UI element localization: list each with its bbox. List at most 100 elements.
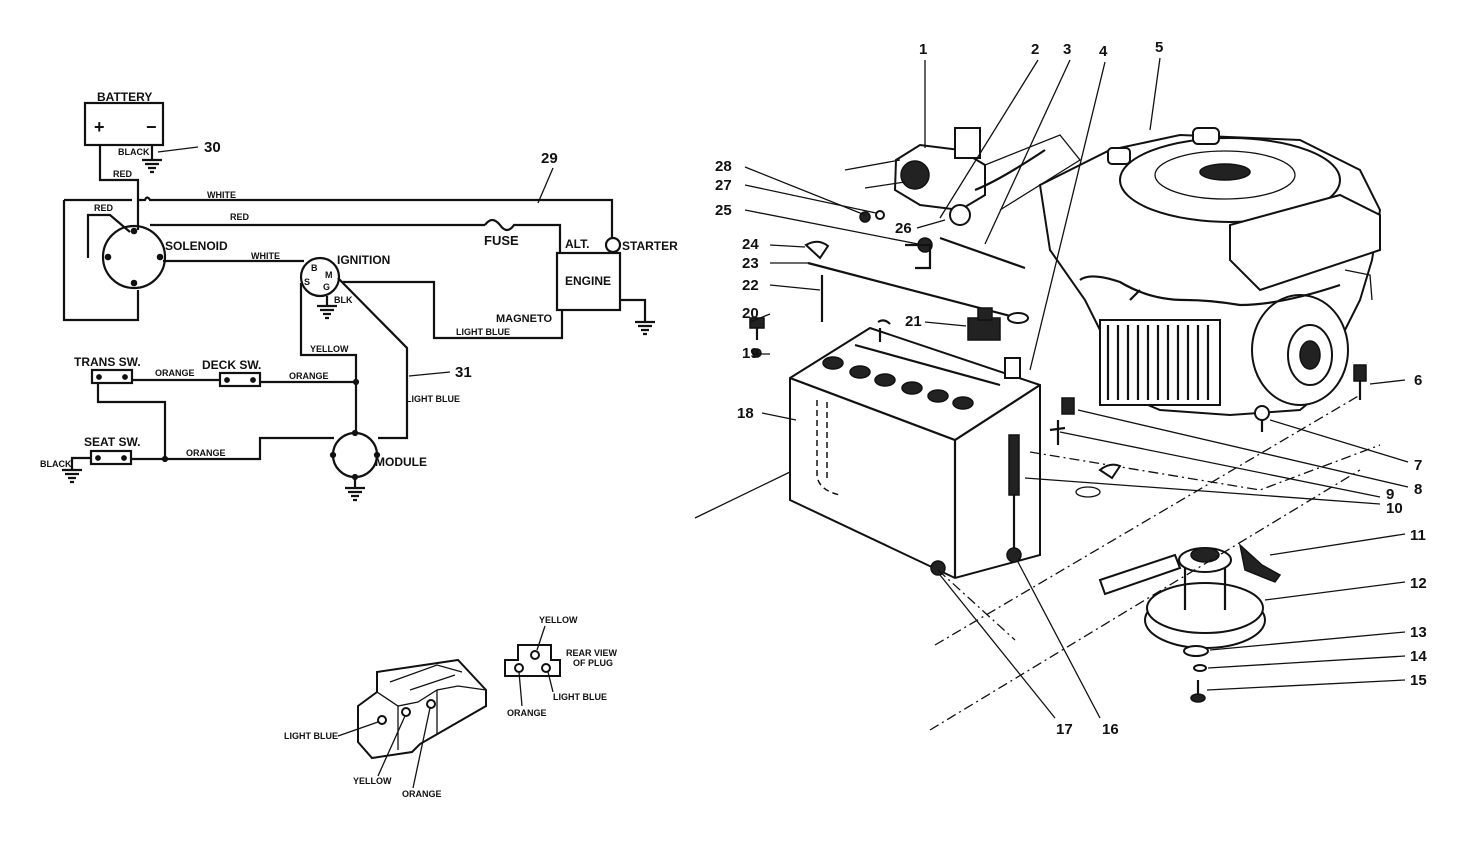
wire-label-orange-1: ORANGE [155,368,195,378]
battery-label: BATTERY [97,90,152,104]
battery-18 [789,319,1041,580]
callout-18: 18 [737,405,754,422]
wire-label-red-2: RED [94,203,114,213]
engine-symbol [555,251,622,312]
wiring-schematic: BATTERY + − BLACK 30 RED WHITE 29 RED RE… [40,90,678,502]
ignition-ground-icon [317,304,337,320]
washer-19 [752,348,762,358]
engine-label: ENGINE [565,274,611,288]
battery-minus-terminal: − [146,117,157,137]
rod-3 [939,236,1026,270]
ignition-terminal-b: B [311,263,318,273]
fuse-label: FUSE [484,233,519,248]
callout-2: 2 [1031,41,1039,58]
callout-30: 30 [204,139,221,156]
plug-front-light-blue: LIGHT BLUE [284,731,338,741]
callout-3: 3 [1063,41,1071,58]
callout-10: 10 [1386,500,1403,517]
callout-11: 11 [1410,527,1426,544]
wire-label-orange-3: ORANGE [186,448,226,458]
callout-9: 9 [1386,486,1394,503]
wire-label-red-1: RED [113,169,133,179]
seat-switch-label: SEAT SW. [84,435,140,449]
engine-cooling-fins [1099,319,1221,406]
callout-12: 12 [1410,575,1427,592]
callout-25: 25 [715,202,732,219]
callout-1: 1 [919,41,927,58]
starter-symbol [604,236,622,254]
callout-13: 13 [1410,624,1427,641]
ignition-label: IGNITION [337,253,390,267]
plug-rear-orange: ORANGE [507,708,547,718]
wire-label-orange-2: ORANGE [289,371,329,381]
callout-7: 7 [1414,457,1422,474]
wire-label-white-2: WHITE [251,251,280,261]
deck-switch-symbol [218,371,262,388]
callout-29: 29 [541,150,558,167]
bolt-16 [1006,434,1022,563]
callout-31: 31 [455,364,472,381]
callout-4: 4 [1099,43,1108,60]
trans-switch-label: TRANS SW. [74,355,141,369]
pulley-12 [1098,547,1266,649]
callout-6: 6 [1414,372,1422,389]
callout-21: 21 [905,313,922,330]
starter-motor [844,127,1081,226]
solenoid-symbol [101,224,167,290]
wire-label-light-blue-2: LIGHT BLUE [406,394,460,404]
plug-front-orange: ORANGE [402,789,442,799]
engine-ground-icon [635,320,655,336]
key-11 [1238,542,1282,583]
callout-28: 28 [715,158,732,175]
ignition-terminal-g: G [323,282,330,292]
plug-front-view: LIGHT BLUE YELLOW ORANGE [284,658,487,799]
seat-ground-icon [62,468,82,484]
ignition-terminal-s: S [304,277,310,287]
alt-label: ALT. [565,237,589,251]
callout-15: 15 [1410,672,1427,689]
trans-switch-symbol [90,368,134,385]
wire-label-yellow: YELLOW [310,344,349,354]
module-label: MODULE [375,455,427,469]
bolt-8 [1061,397,1075,415]
plug-rear-yellow: YELLOW [539,615,578,625]
wire-label-white-1: WHITE [207,190,236,200]
ignition-switch-symbol [299,256,341,298]
callout-27: 27 [715,177,732,194]
washer-13 [1183,645,1209,657]
module-symbol [331,431,379,479]
plug-rear-title-line2: OF PLUG [573,658,613,668]
callout-22: 22 [742,277,759,294]
engine-assembly [1038,127,1382,432]
callout-16: 16 [1102,721,1119,738]
plug-front-yellow: YELLOW [353,776,392,786]
fuse-symbol [484,218,562,252]
callout-leaders [744,57,1409,719]
tray-slot [1098,463,1122,480]
plug-rear-light-blue: LIGHT BLUE [553,692,607,702]
deck-switch-label: DECK SW. [202,358,261,372]
wire-label-red-3: RED [230,212,250,222]
magneto-label: MAGNETO [496,313,552,325]
plug-rear-title-line1: REAR VIEW [566,648,618,658]
callout-5: 5 [1155,39,1163,56]
callout-26: 26 [895,220,912,237]
wire-label-light-blue-1: LIGHT BLUE [456,327,510,337]
plug-rear-view: YELLOW REAR VIEW OF PLUG LIGHT BLUE ORAN… [504,615,618,718]
wire-label-black-seat: BLACK [40,459,72,469]
wire-label-blk: BLK [334,295,353,305]
starter-label: STARTER [622,239,678,253]
wire-label-black-battery: BLACK [118,147,150,157]
callout-20: 20 [742,305,759,322]
washer-27 [875,210,885,220]
callout-14: 14 [1410,648,1427,665]
battery-ground-icon [142,158,162,174]
nut-17 [930,560,946,576]
battery-symbol [83,101,165,147]
ignition-terminal-m: M [325,270,333,280]
bolt-9 [1049,420,1066,445]
boot-21 [967,317,1001,341]
battery-plus-terminal: + [94,117,105,137]
wing-nut-24 [804,240,830,260]
